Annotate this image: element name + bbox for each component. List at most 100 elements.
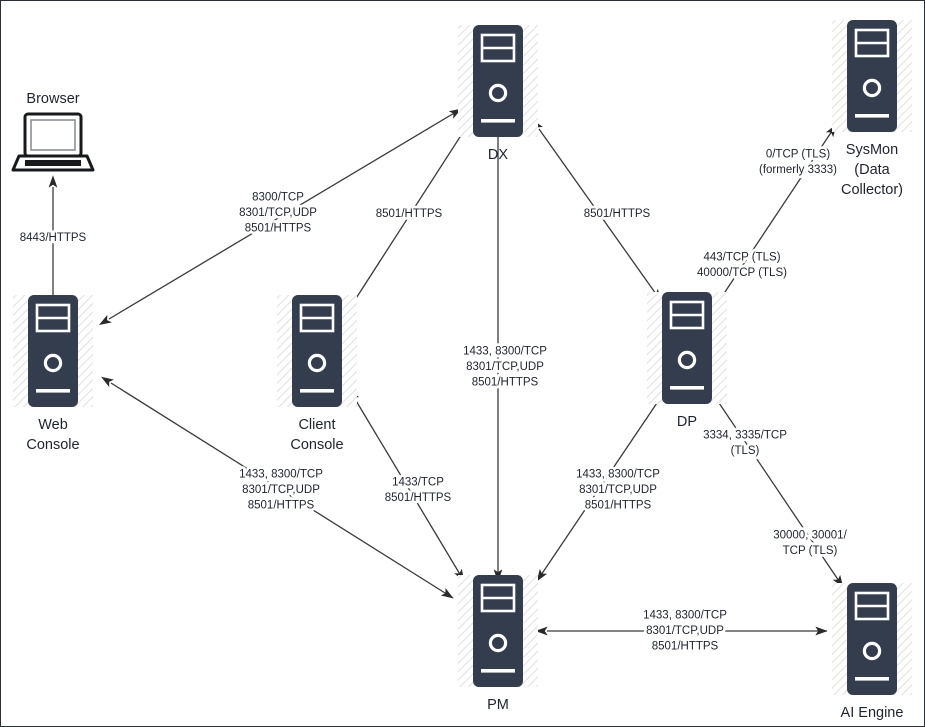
edge-label-line: 8501/HTTPS xyxy=(584,208,651,220)
edge-label-sysmon-dp-bottom: 443/TCP (TLS)443/TCP (TLS)40000/TCP (TLS… xyxy=(694,249,790,282)
laptop-icon xyxy=(11,112,95,172)
edge-label-line: 8501/HTTPS xyxy=(248,500,315,512)
edge-label-line: 8443/HTTPS xyxy=(20,232,87,244)
node-label-web-console: Web xyxy=(38,417,68,433)
edge-label-line: 8301/TCP,UDP xyxy=(466,361,544,373)
node-label-browser: Browser xyxy=(26,91,79,107)
server-icon xyxy=(645,290,729,406)
svg-text:1433, 8300/TCP: 1433, 8300/TCP xyxy=(643,610,727,622)
svg-text:8501/HTTPS: 8501/HTTPS xyxy=(472,377,539,389)
edge-label-line: 8501/HTTPS xyxy=(245,223,312,235)
edge-label-line: 8501/HTTPS xyxy=(385,492,452,504)
svg-text:(TLS): (TLS) xyxy=(731,445,760,457)
node-ai-engine[interactable]: AI Engine xyxy=(830,581,914,721)
svg-text:8501/HTTPS: 8501/HTTPS xyxy=(385,492,452,504)
edge-label-line: 8301/TCP,UDP xyxy=(242,484,320,496)
svg-text:8300/TCP: 8300/TCP xyxy=(252,192,304,204)
svg-text:1433, 8300/TCP: 1433, 8300/TCP xyxy=(576,469,660,481)
edge-label-line: 8501/HTTPS xyxy=(472,377,539,389)
edge-label-line: 0/TCP (TLS) xyxy=(766,148,830,160)
svg-text:8301/TCP,UDP: 8301/TCP,UDP xyxy=(239,207,317,219)
svg-text:8301/TCP,UDP: 8301/TCP,UDP xyxy=(579,484,657,496)
node-pm[interactable]: PM xyxy=(456,573,540,713)
edge-label-line: 8301/TCP,UDP xyxy=(239,207,317,219)
node-dp[interactable]: DP xyxy=(645,290,729,430)
node-label-dp: DP xyxy=(677,414,697,430)
svg-text:3334, 3335/TCP: 3334, 3335/TCP xyxy=(703,429,787,441)
edge-label-line: 1433, 8300/TCP xyxy=(576,469,660,481)
node-label-ai-engine: AI Engine xyxy=(841,705,904,721)
edge-label-line: 1433, 8300/TCP xyxy=(643,610,727,622)
edge-label-line: 8301/TCP,UDP xyxy=(646,625,724,637)
svg-text:8443/HTTPS: 8443/HTTPS xyxy=(20,232,87,244)
svg-text:8501/HTTPS: 8501/HTTPS xyxy=(585,500,652,512)
edge-dp-aiengine xyxy=(708,387,844,588)
node-label-client-console: Console xyxy=(290,437,343,453)
svg-text:TCP (TLS): TCP (TLS) xyxy=(783,545,838,557)
svg-text:443/TCP (TLS): 443/TCP (TLS) xyxy=(703,251,780,263)
edge-label-line: 8501/HTTPS xyxy=(652,641,719,653)
edge-label-line: 3334, 3335/TCP xyxy=(703,429,787,441)
server-icon xyxy=(830,18,914,134)
node-dx[interactable]: DX xyxy=(456,23,540,163)
edge-label-line: 8501/HTTPS xyxy=(585,500,652,512)
svg-text:40000/TCP (TLS): 40000/TCP (TLS) xyxy=(697,267,787,279)
edge-label-line: 1433/TCP xyxy=(392,476,444,488)
edge-label-line: 1433, 8300/TCP xyxy=(463,346,547,358)
edge-sysmon-dp xyxy=(712,124,837,311)
edge-label-line: (TLS) xyxy=(731,445,760,457)
edge-label-line: 1433, 8300/TCP xyxy=(239,469,323,481)
edge-dp-pm xyxy=(536,387,668,582)
svg-text:1433/TCP: 1433/TCP xyxy=(392,476,444,488)
edge-label-line: 8300/TCP xyxy=(252,192,304,204)
svg-text:8501/HTTPS: 8501/HTTPS xyxy=(584,208,651,220)
edge-label-line: (formerly 3333) xyxy=(759,164,837,176)
node-label-web-console: Console xyxy=(26,437,79,453)
node-label-dx: DX xyxy=(488,147,508,163)
svg-text:8501/HTTPS: 8501/HTTPS xyxy=(652,641,719,653)
svg-text:8501/HTTPS: 8501/HTTPS xyxy=(376,208,443,220)
svg-text:(formerly 3333): (formerly 3333) xyxy=(759,164,837,176)
edge-label-line: 8301/TCP,UDP xyxy=(579,484,657,496)
svg-text:8501/HTTPS: 8501/HTTPS xyxy=(248,500,315,512)
server-icon xyxy=(456,573,540,689)
edge-label-line: 40000/TCP (TLS) xyxy=(697,267,787,279)
edge-label-line: TCP (TLS) xyxy=(783,545,838,557)
node-label-sysmon: Collector) xyxy=(841,182,903,198)
edges-layer xyxy=(48,108,844,636)
svg-text:8501/HTTPS: 8501/HTTPS xyxy=(245,223,312,235)
edge-clientconsole-pm xyxy=(348,388,465,582)
node-label-sysmon: (Data xyxy=(854,162,890,178)
server-icon xyxy=(456,23,540,139)
server-icon xyxy=(830,581,914,697)
svg-text:0/TCP (TLS): 0/TCP (TLS) xyxy=(766,148,830,160)
svg-text:1433, 8300/TCP: 1433, 8300/TCP xyxy=(239,469,323,481)
edge-labels-layer: 8443/HTTPS8443/HTTPS8300/TCP8300/TCP8301… xyxy=(17,146,850,656)
svg-text:30000, 30001/: 30000, 30001/ xyxy=(773,529,847,541)
node-label-client-console: Client xyxy=(298,417,335,433)
server-icon xyxy=(275,293,359,409)
node-label-sysmon: SysMon xyxy=(846,142,898,158)
edge-label-webconsole-dx: 8300/TCP8300/TCP8301/TCP,UDP8301/TCP,UDP… xyxy=(236,189,320,238)
svg-text:8301/TCP,UDP: 8301/TCP,UDP xyxy=(242,484,320,496)
svg-text:1433, 8300/TCP: 1433, 8300/TCP xyxy=(463,346,547,358)
svg-text:8301/TCP,UDP: 8301/TCP,UDP xyxy=(466,361,544,373)
node-label-pm: PM xyxy=(487,697,509,713)
edge-label-sysmon-dp-top: 0/TCP (TLS)0/TCP (TLS)(formerly 3333)(fo… xyxy=(756,146,840,179)
edge-label-line: 443/TCP (TLS) xyxy=(703,251,780,263)
nodes-layer: BrowserWebConsoleClientConsoleDXDPSysMon… xyxy=(11,18,914,721)
node-browser[interactable]: Browser xyxy=(11,91,95,172)
